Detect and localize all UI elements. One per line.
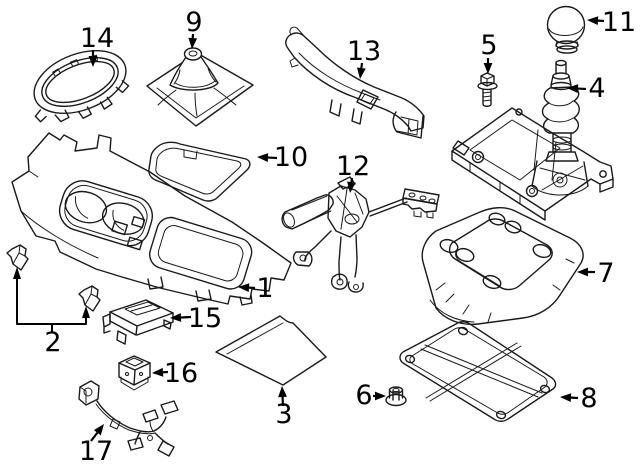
callout-2-bracket [13,267,90,332]
callout-11-arrowhead [587,16,599,26]
part-8-cover-plate-drawing [399,321,557,422]
part-7-insulator-drawing [421,207,584,326]
callout-12-leader [350,177,354,183]
callout-11-number: 11 [602,7,636,38]
callout-13-number: 13 [347,36,381,67]
callout-1-number: 1 [256,273,273,304]
part-3-sheet-drawing [215,315,327,386]
callout-2-number: 2 [44,327,61,358]
callout-15-arrowhead [170,313,182,322]
callout-5-number: 5 [480,30,497,61]
callout-1-arrowhead [238,283,250,293]
part-6-nut-drawing [385,386,407,407]
callout-12-number: 12 [336,151,370,182]
callout-10-arrowhead [257,153,269,162]
part-4-shifter-assembly-drawing [451,59,614,221]
callout-8-arrowhead [560,393,572,403]
callout-7-number: 7 [597,258,614,289]
part-12-parking-brake-lever-drawing [281,176,440,293]
part-17-wire-harness-drawing [78,380,179,457]
callout-9-number: 9 [185,7,202,38]
callout-4-arrowhead [567,84,579,93]
part-2-clips-drawing [6,244,101,312]
line-art-layer [6,5,614,457]
callout-9-arrowhead [188,37,198,49]
callout-12-arrowhead [347,181,356,193]
callout-14-arrowhead [88,56,98,67]
callout-3-arrowhead [278,386,287,398]
part-1-console-panel-drawing [11,132,292,306]
part-10-console-tray-drawing [148,141,251,202]
part-16-switch-drawing [118,355,151,391]
callout-16-number: 16 [164,358,198,389]
callout-14-number: 14 [80,23,114,54]
callout-6-number: 6 [355,380,372,411]
callout-6-arrowhead [375,391,386,401]
callout-13-arrowhead [356,67,366,79]
callout-16-arrowhead [152,367,164,377]
callout-4-number: 4 [588,73,605,104]
part-11-shift-knob-drawing [546,5,586,54]
callout-7-arrowhead [577,267,588,277]
callout-17-arrowhead [93,424,104,436]
callout-8-number: 8 [580,383,597,414]
callout-13-leader [360,62,364,69]
part-9-shift-boot-drawing [146,47,254,127]
part-15-switch-module-drawing [102,299,174,345]
callout-17-leader [90,432,99,442]
callout-10-number: 10 [274,142,308,173]
part-13-duct-drawing [285,26,425,139]
callout-17-number: 17 [79,436,113,467]
callout-5-arrowhead [483,63,493,74]
callout-3-number: 3 [275,399,292,430]
callout-15-number: 15 [188,303,222,334]
part-5-bolt-drawing [477,72,498,107]
part-14-shift-bezel-drawing [33,50,130,123]
